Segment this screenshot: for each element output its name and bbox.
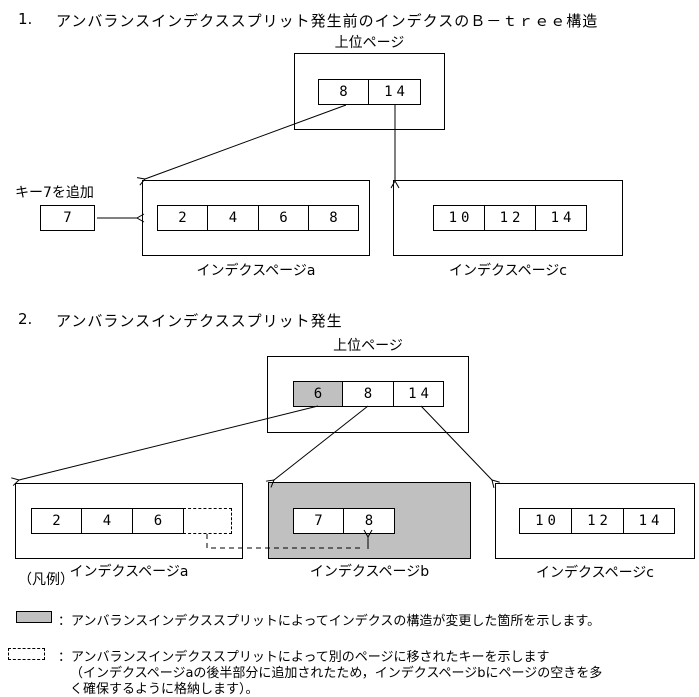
section2-page-c-key-14: 14: [623, 508, 675, 534]
section2-title: アンバランスインデクススプリット発生: [56, 312, 343, 330]
section2-page-c-key-10: 10: [519, 508, 572, 534]
section2-page-a-label: インデクスページa: [69, 564, 189, 580]
section1-key7-box: 7: [40, 205, 95, 231]
section2-root-key-14: 14: [393, 381, 444, 407]
section2-root-key-6-highlighted: 6: [293, 381, 343, 407]
section1-root-key-8: 8: [318, 79, 369, 105]
section1-upper-page-label: 上位ページ: [334, 35, 405, 51]
section2-page-c-label: インデクスページc: [535, 565, 655, 581]
section2-upper-page-label: 上位ページ: [333, 338, 403, 354]
section1-page-a-label: インデクスページa: [196, 263, 316, 279]
section2-page-a-key-2: 2: [31, 508, 82, 534]
section1-page-a-key-8: 8: [308, 205, 359, 231]
legend-dashed-item-line3: く確保するように格納します）。: [70, 682, 259, 697]
legend-dashed-swatch-icon: [8, 648, 45, 660]
legend-dashed-item-line1: ：アンバランスインデクススプリットによって別のページに移されたキーを示します: [58, 650, 550, 665]
section1-title: アンバランスインデクススプリット発生前のインデクスのＢ－ｔｒｅｅ構造: [56, 12, 599, 30]
section2-page-c-key-12: 12: [571, 508, 624, 534]
section1-page-c-key-14: 14: [535, 205, 587, 231]
legend-dashed-item-line2: （インデクスページaの後半部分に追加されたため，インデクスページbにページの空き…: [70, 666, 603, 681]
section1-root-key-14: 14: [368, 79, 421, 105]
section1-number: 1.: [18, 10, 33, 28]
section1-page-a-key-2: 2: [157, 205, 208, 231]
section1-page-c-key-12: 12: [484, 205, 536, 231]
section1-page-c-key-10: 10: [433, 205, 485, 231]
section2-page-a-key-6: 6: [132, 508, 184, 534]
section2-page-a-moved-key-slot: [183, 508, 232, 534]
legend-gray-item-text: ：アンバランスインデクススプリットによってインデクスの構造が変更した箇所を示しま…: [58, 614, 601, 629]
legend-gray-swatch-icon: [16, 611, 52, 623]
section1-page-c-label: インデクスページc: [448, 263, 568, 279]
section1-page-a-key-4: 4: [207, 205, 259, 231]
section2-page-b-key-8: 8: [343, 508, 395, 534]
section1-page-a-key-6: 6: [258, 205, 309, 231]
section2-number: 2.: [18, 310, 33, 328]
section2-root-key-8: 8: [342, 381, 394, 407]
section1-key-add-label: キー7を追加: [15, 185, 94, 201]
section2-page-b-key-7: 7: [293, 508, 344, 534]
legend-heading: （凡例）: [18, 572, 74, 588]
section2-page-b-label: インデクスページb: [309, 564, 430, 580]
section2-page-a-key-4: 4: [81, 508, 133, 534]
